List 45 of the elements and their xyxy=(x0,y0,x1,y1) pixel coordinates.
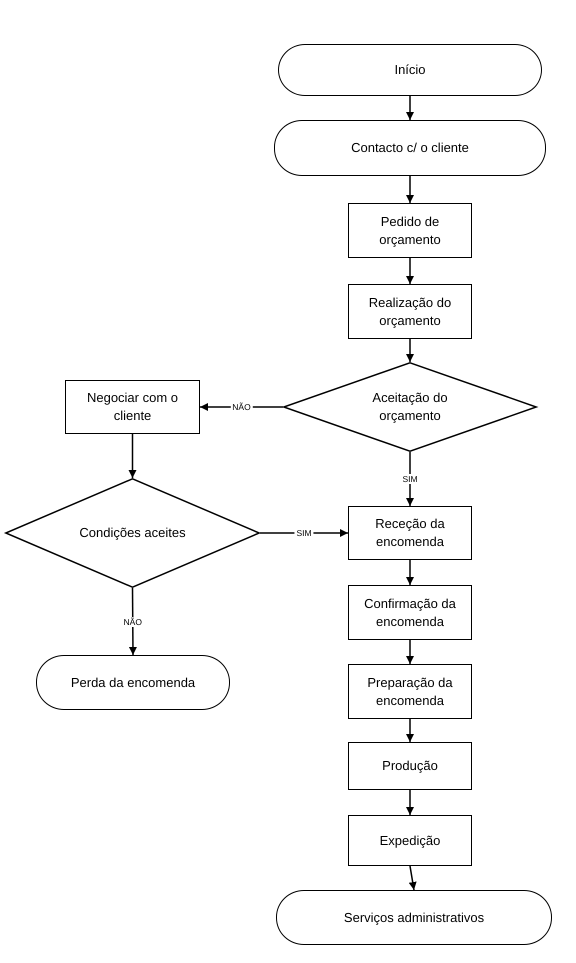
arrow xyxy=(128,434,136,478)
arrow xyxy=(406,560,414,585)
process-box xyxy=(348,506,472,560)
step-label: Receção da encomenda xyxy=(374,515,446,551)
step-label: Negociar com o cliente xyxy=(86,389,180,425)
process-box xyxy=(348,742,472,790)
process-box xyxy=(65,380,200,434)
arrow xyxy=(406,790,414,815)
process-box xyxy=(348,284,472,339)
decision-diamond xyxy=(283,362,537,452)
decision-diamond xyxy=(5,478,260,588)
process-box xyxy=(348,664,472,719)
process-box xyxy=(348,815,472,866)
edge-label: SIM xyxy=(400,474,420,484)
step-label: Aceitação do orçamento xyxy=(371,389,449,425)
arrow xyxy=(406,640,414,664)
step-label: Preparação da encomenda xyxy=(366,674,454,710)
terminator-shape xyxy=(276,890,552,945)
step-label: Perda da encomenda xyxy=(70,674,196,692)
edge-label: SIM xyxy=(294,528,314,538)
process-box xyxy=(348,585,472,640)
step-label: Confirmação da encomenda xyxy=(363,594,457,630)
process-box xyxy=(348,203,472,258)
arrow xyxy=(408,866,417,890)
arrow xyxy=(128,588,137,655)
arrow xyxy=(406,339,414,362)
arrow xyxy=(406,96,414,120)
arrow xyxy=(406,176,414,203)
terminator-shape xyxy=(274,120,546,176)
terminator-shape xyxy=(36,655,230,710)
step-label: Condições aceites xyxy=(78,524,187,542)
edge-label: NÃO xyxy=(230,402,253,412)
step-label: Início xyxy=(393,61,427,79)
edge-label: NÃO xyxy=(122,616,144,626)
step-label: Expedição xyxy=(378,832,442,850)
arrow xyxy=(260,529,348,537)
terminator-shape xyxy=(278,44,542,96)
step-label: Serviços administrativos xyxy=(342,908,486,926)
arrow xyxy=(406,719,414,742)
step-label: Pedido de orçamento xyxy=(378,212,442,248)
step-label: Produção xyxy=(381,757,439,775)
arrow xyxy=(406,452,414,506)
arrow xyxy=(406,258,414,284)
step-label: Realização do orçamento xyxy=(368,294,452,330)
step-label: Contacto c/ o cliente xyxy=(350,139,470,157)
